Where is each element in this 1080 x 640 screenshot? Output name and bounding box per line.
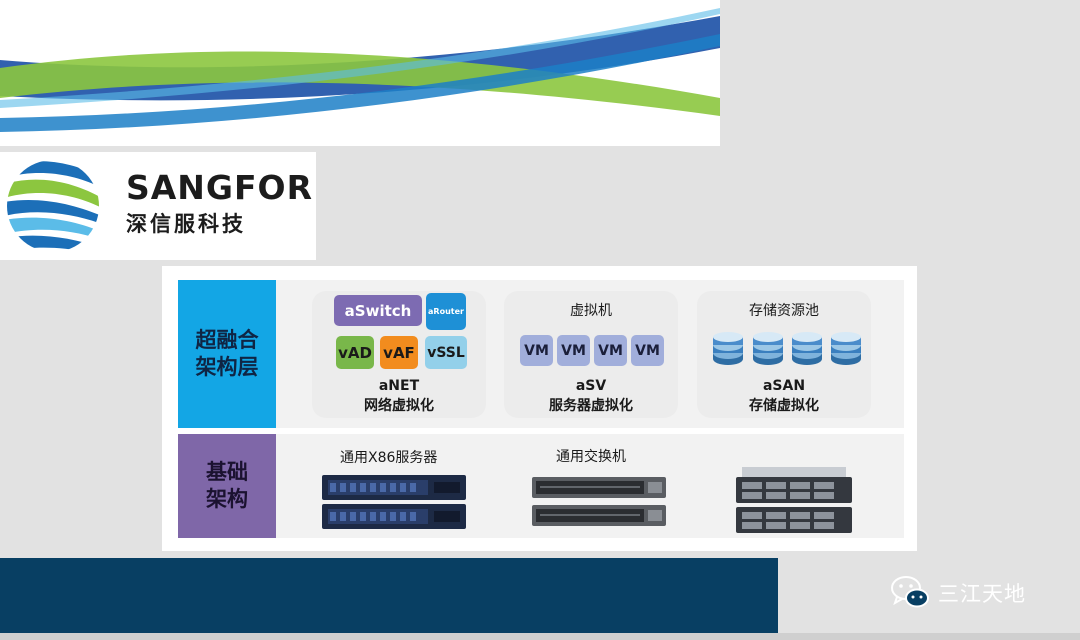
asv-panel: 虚拟机 VM VM VM VM aSV 服务器虚拟化 — [504, 291, 678, 418]
layer-label-line: 超融合 — [195, 328, 259, 352]
footer-strip — [0, 633, 1080, 640]
vm-tile: VM — [557, 335, 590, 366]
vm-tile: VM — [594, 335, 627, 366]
switch-caption: 通用交换机 — [556, 449, 626, 465]
aswitch-tile: aSwitch — [334, 295, 422, 326]
logo-wordmark: SANGFOR — [126, 168, 314, 207]
swoosh-graphic — [0, 8, 720, 132]
layer-label-line: 架构层 — [195, 355, 259, 379]
disk-stack-icon — [753, 332, 783, 365]
asan-subtitle: 存储虚拟化 — [749, 398, 819, 414]
asv-title: aSV — [575, 378, 607, 394]
asv-subtitle: 服务器虚拟化 — [549, 398, 633, 414]
infrastructure-layer-label: 基础 架构 — [178, 434, 276, 538]
vm-tile: VM — [631, 335, 664, 366]
x86-server-icon — [322, 475, 466, 529]
anet-panel: aSwitch aRouter vAD vAF vSSL aNET 网络虚拟化 — [312, 291, 486, 418]
arouter-tile: aRouter — [426, 293, 466, 330]
vm-tile: VM — [520, 335, 553, 366]
disk-stack-icon — [792, 332, 822, 365]
disk-stack-icon — [831, 332, 861, 365]
wechat-icon — [891, 576, 929, 608]
anet-subtitle: 网络虚拟化 — [364, 398, 434, 414]
network-switch-icon — [532, 477, 666, 526]
header-swoosh-banner — [0, 0, 720, 146]
layer-label-line: 基础 — [206, 460, 248, 484]
vssl-tile: vSSL — [425, 336, 467, 369]
disk-stack-icon — [713, 332, 743, 365]
vad-tile: vAD — [336, 336, 374, 369]
storage-server-icon — [736, 467, 852, 533]
watermark-text: 三江天地 — [938, 582, 1026, 606]
layer-label-line: 架构 — [206, 487, 248, 511]
storage-pool-caption: 存储资源池 — [749, 303, 819, 319]
asan-title: aSAN — [762, 378, 806, 394]
asan-panel: 存储资源池 aSAN 存储虚拟化 — [697, 291, 871, 418]
footer-bar — [0, 558, 778, 633]
vm-caption: 虚拟机 — [570, 303, 612, 319]
x86-server-caption: 通用X86服务器 — [340, 450, 438, 466]
vaf-tile: vAF — [380, 336, 418, 369]
logo-subtitle: 深信服科技 — [126, 212, 246, 236]
sangfor-globe-logo-icon — [7, 160, 99, 252]
hyperconverged-layer-label: 超融合 架构层 — [178, 280, 276, 428]
anet-title: aNET — [378, 378, 420, 394]
